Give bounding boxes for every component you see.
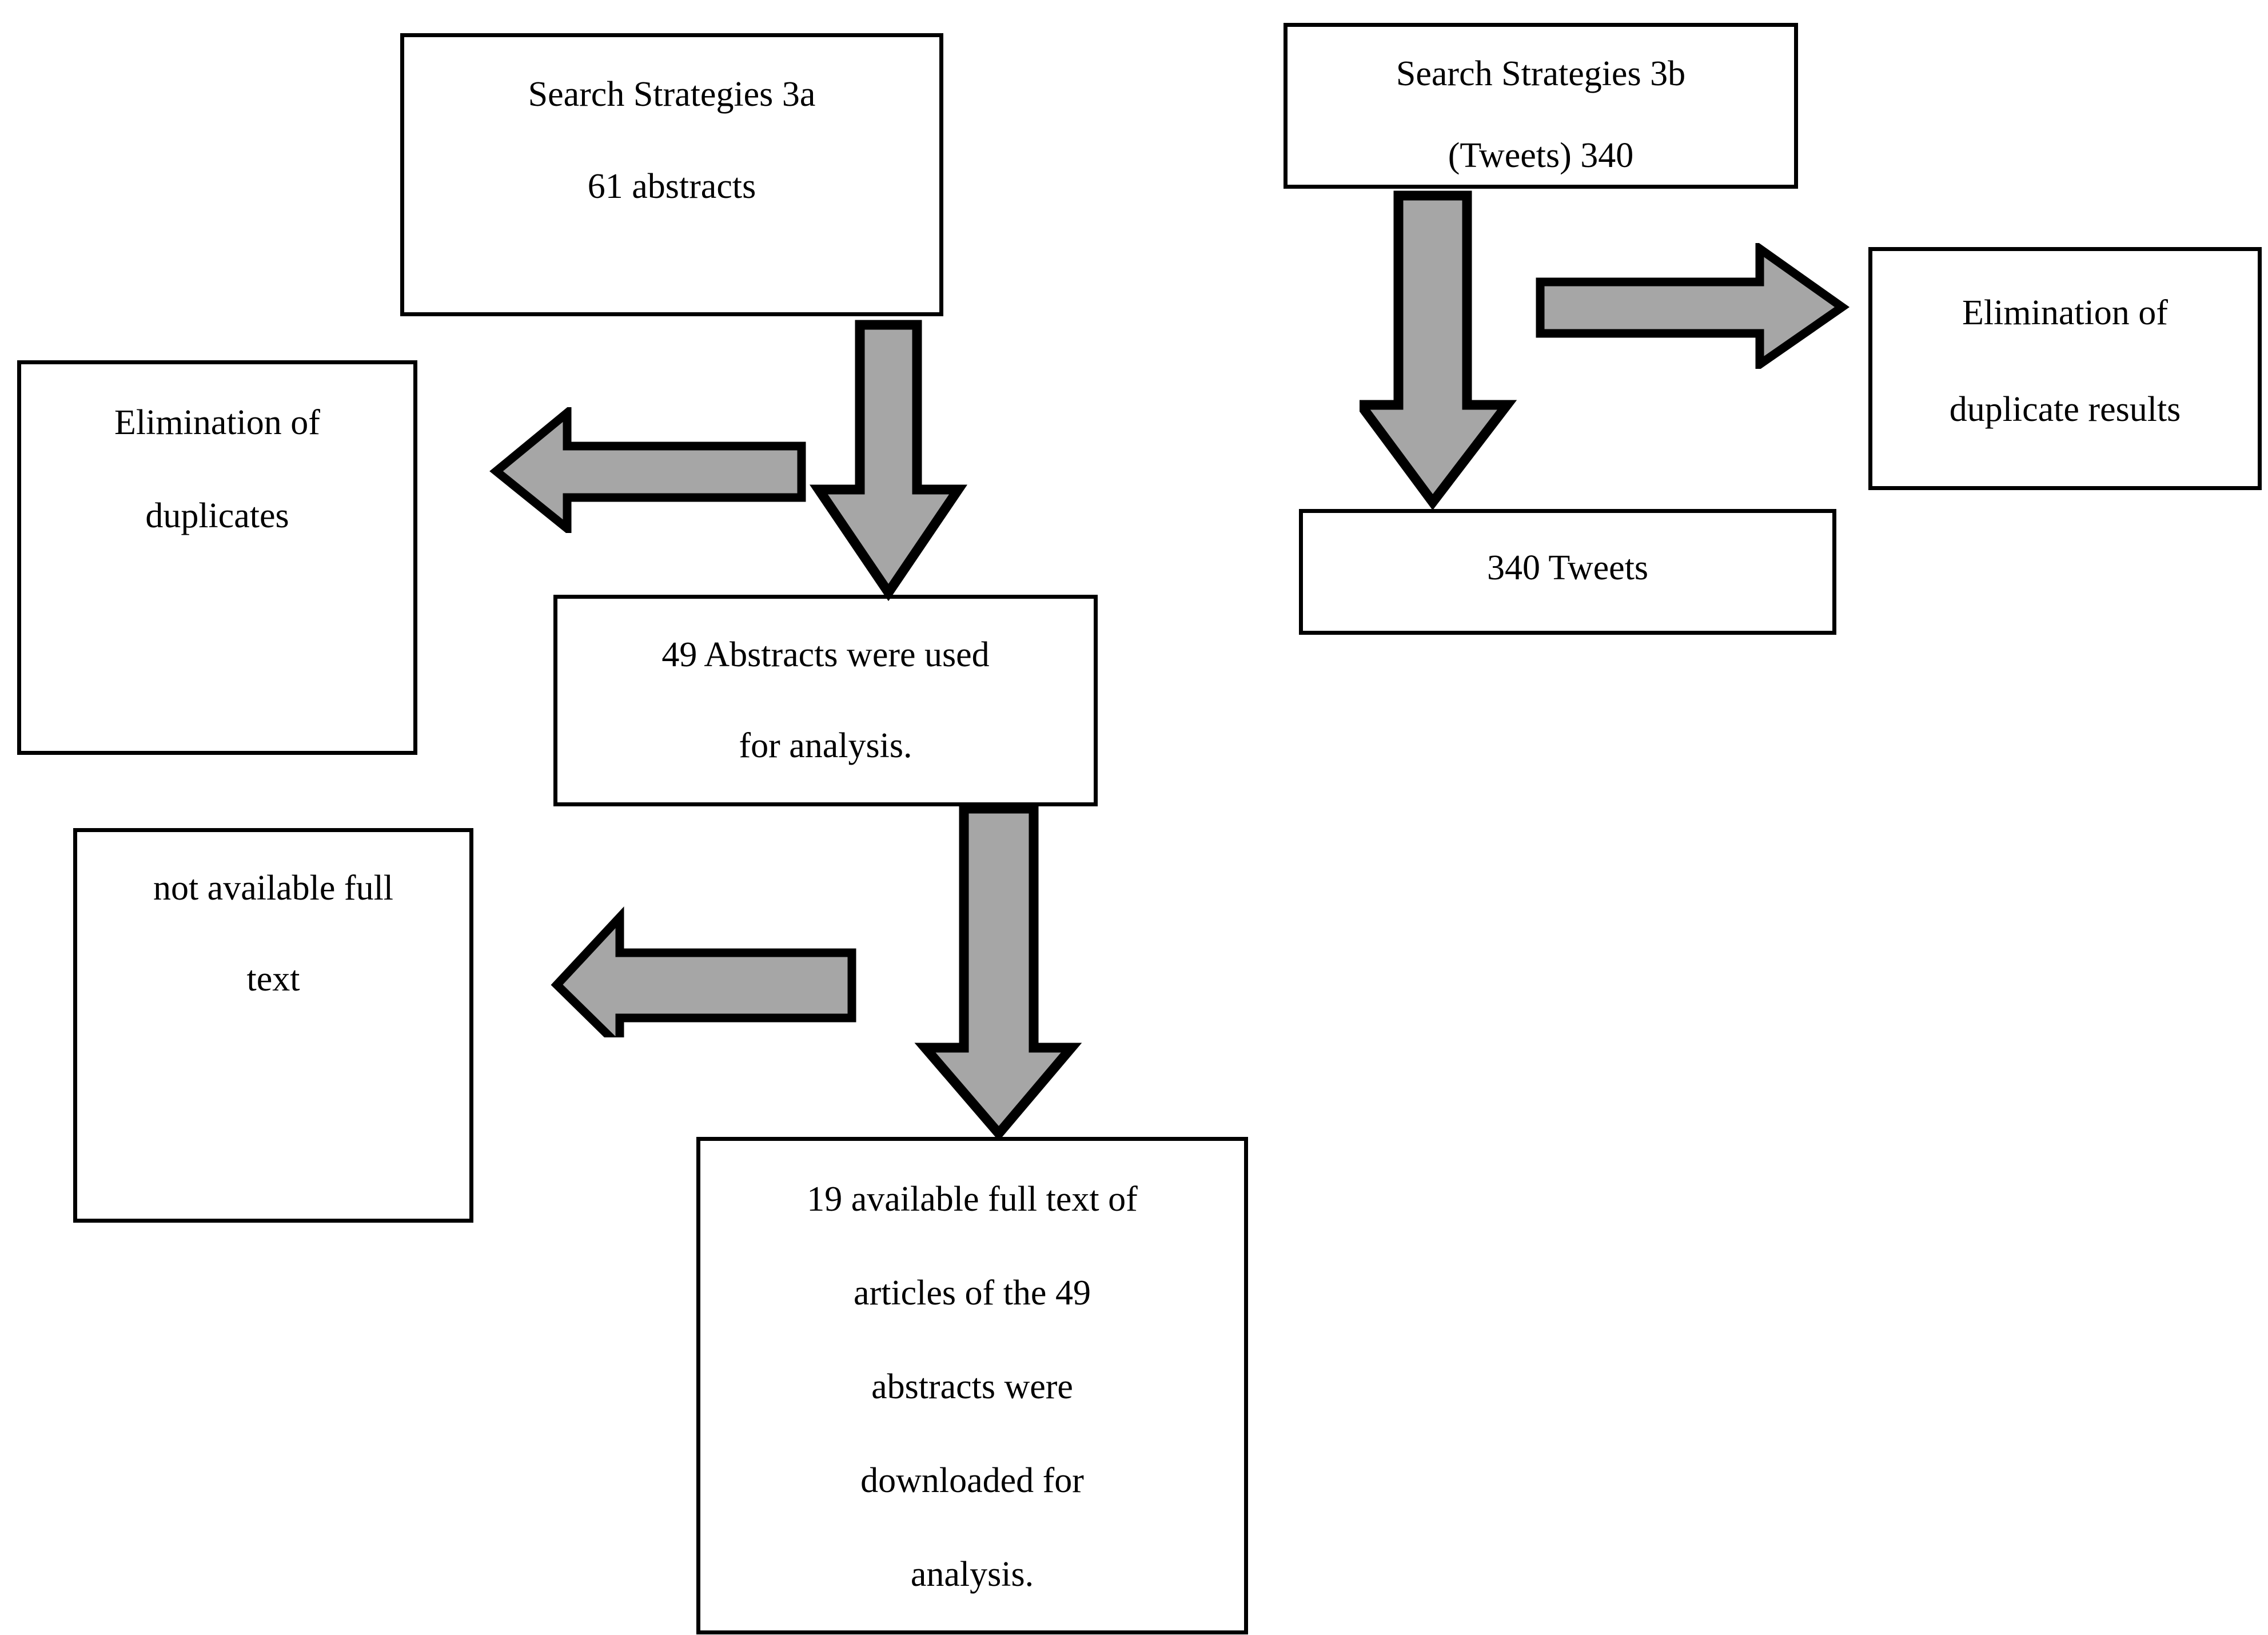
node-search-strategies-3b-line1: Search Strategies 3b (1396, 54, 1686, 93)
arrow-right-to-elimination-of-duplicate-results (1533, 243, 1854, 369)
node-19-fulltext-line4: downloaded for (860, 1461, 1084, 1500)
node-elimination-of-duplicates-line1: Elimination of (114, 403, 320, 442)
node-not-available-full-text-line2: text (246, 959, 300, 998)
node-340-tweets-line1: 340 Tweets (1486, 548, 1649, 587)
node-elimination-of-duplicate-results-line1: Elimination of (1962, 293, 2168, 332)
node-elimination-of-duplicate-results-line2: duplicate results (1949, 389, 2181, 429)
node-search-strategies-3a-line1: Search Strategies 3a (528, 75, 816, 114)
node-19-fulltext-line2: articles of the 49 (854, 1274, 1091, 1312)
node-19-fulltext-line5: analysis. (910, 1555, 1034, 1594)
node-elimination-of-duplicate-results[interactable]: Elimination of duplicate results (1868, 247, 2262, 490)
node-search-strategies-3b[interactable]: Search Strategies 3b (Tweets) 340 (1284, 23, 1798, 189)
node-49-abstracts-line1: 49 Abstracts were used (661, 635, 990, 674)
arrow-down-search-3b-to-340-tweets (1360, 189, 1531, 512)
node-49-abstracts-line2: for analysis. (739, 726, 912, 765)
arrow-left-icon (551, 906, 856, 1037)
node-19-fulltext-line3: abstracts were (871, 1367, 1073, 1406)
arrow-down-icon (1360, 190, 1517, 511)
node-elimination-of-duplicates[interactable]: Elimination of duplicates (17, 360, 417, 755)
arrow-left-to-not-available-full-text (544, 906, 864, 1037)
arrow-down-49-abstracts-to-19-fulltext (904, 803, 1087, 1146)
node-49-abstracts-used-for-analysis[interactable]: 49 Abstracts were used for analysis. (553, 595, 1098, 806)
arrow-down-icon (914, 803, 1082, 1141)
arrow-left-to-elimination-of-duplicates (487, 407, 807, 533)
node-not-available-full-text[interactable]: not available full text (73, 828, 473, 1223)
arrow-right-icon (1536, 243, 1850, 369)
arrow-left-icon (489, 407, 806, 533)
arrow-down-icon (809, 320, 968, 602)
arrow-down-search-3a-to-49-abstracts (803, 318, 974, 604)
node-19-fulltext-line1: 19 available full text of (807, 1180, 1138, 1219)
node-not-available-full-text-line1: not available full (153, 869, 394, 908)
node-search-strategies-3a[interactable]: Search Strategies 3a 61 abstracts (400, 33, 943, 316)
node-search-strategies-3b-line2: (Tweets) 340 (1448, 136, 1634, 175)
node-search-strategies-3a-line2: 61 abstracts (587, 166, 756, 206)
node-elimination-of-duplicates-line2: duplicates (145, 496, 289, 535)
node-19-available-full-text[interactable]: 19 available full text of articles of th… (696, 1137, 1248, 1634)
node-340-tweets[interactable]: 340 Tweets (1299, 509, 1836, 635)
